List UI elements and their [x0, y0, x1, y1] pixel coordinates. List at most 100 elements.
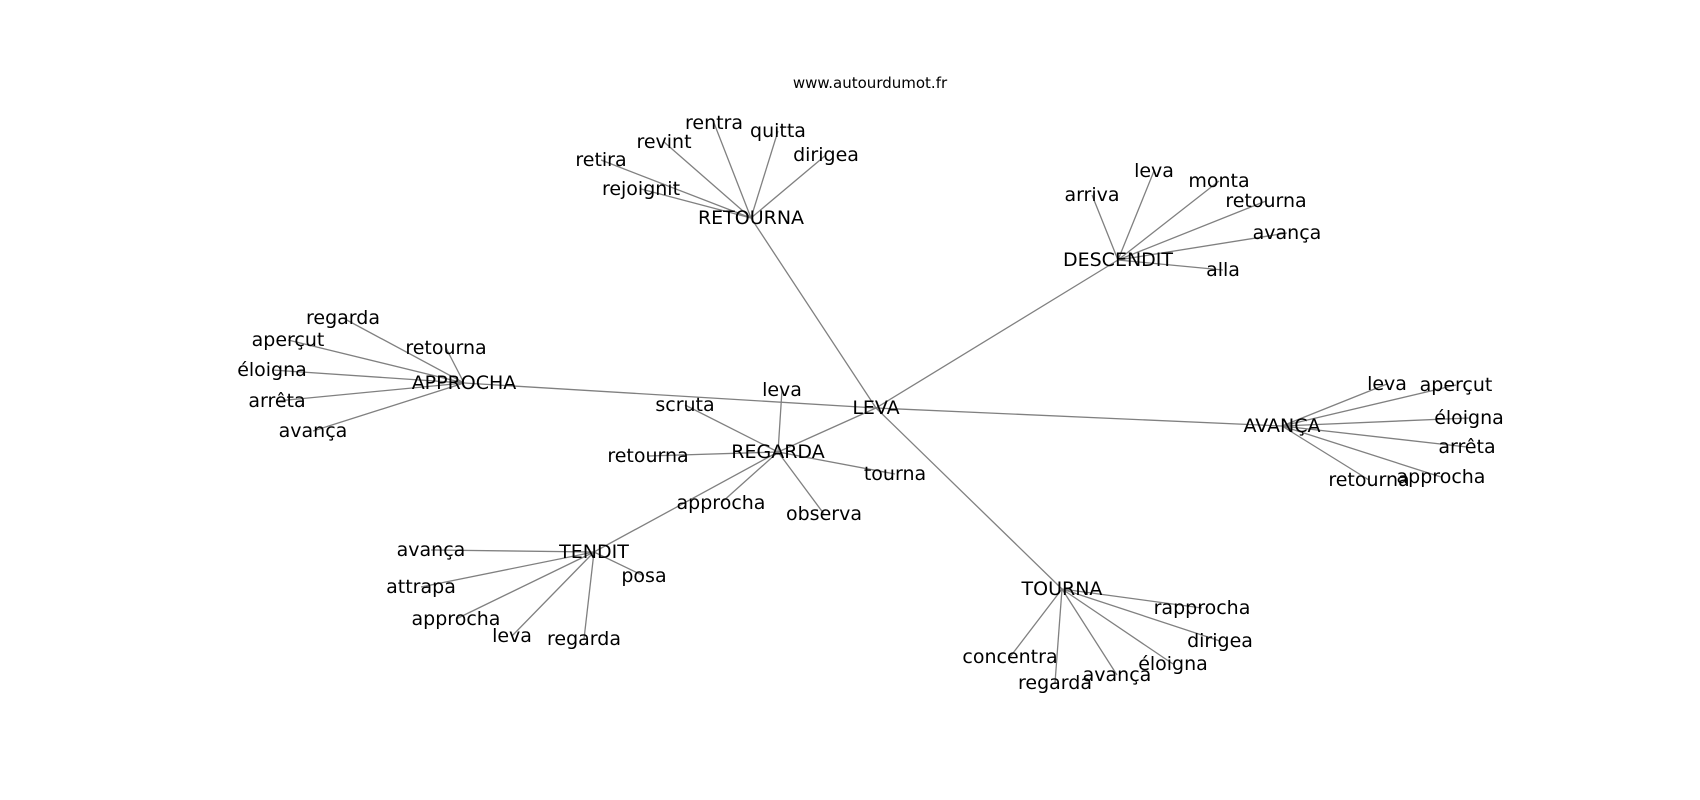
node-label-o4: avança	[1083, 664, 1152, 686]
node-label-g5: approcha	[677, 492, 766, 514]
node-label-g1: leva	[762, 379, 802, 401]
edge-avanca_h-v2	[1281, 384, 1457, 427]
node-label-leva_c: LEVA	[852, 397, 899, 419]
node-label-r6: rejoignit	[602, 178, 680, 200]
node-label-v1: leva	[1367, 373, 1407, 395]
edge-regarda_h-g5	[720, 451, 779, 504]
node-label-d4: retourna	[1225, 190, 1306, 212]
node-label-r4: dirigea	[793, 144, 859, 166]
edge-avanca_h-v6	[1281, 425, 1370, 481]
node-label-d6: alla	[1206, 259, 1240, 281]
node-label-t4: approcha	[412, 608, 501, 630]
edge-retourna_h-r2	[750, 130, 779, 219]
edge-tendit_h-t3	[420, 551, 595, 588]
edge-retourna_h-r1	[713, 122, 752, 219]
node-label-o6: regarda	[1018, 672, 1092, 694]
node-label-r5: retira	[575, 149, 626, 171]
edge-regarda_h-g3	[647, 451, 779, 457]
edge-descendit_h-d1	[1117, 170, 1155, 261]
edge-regarda_h-g1	[777, 389, 783, 453]
node-label-r1: rentra	[685, 112, 743, 134]
edge-retourna_h-r6	[640, 188, 752, 219]
edge-tourna_h-o2	[1061, 588, 1221, 642]
edge-avanca_h-v1	[1281, 383, 1388, 427]
node-label-v2: aperçut	[1420, 374, 1493, 396]
node-label-retourna_h: RETOURNA	[698, 207, 804, 229]
edge-tendit_h-t6	[583, 551, 595, 640]
edge-tourna_h-o6	[1054, 588, 1063, 684]
node-label-tourna_h: TOURNA	[1021, 578, 1103, 600]
edge-descendit_h-d2	[1117, 180, 1220, 261]
edge-avanca_h-v3	[1281, 417, 1470, 427]
node-label-o5: concentra	[962, 646, 1057, 668]
edge-retourna_h-r4	[750, 154, 827, 219]
edge-tendit_h-t2	[593, 551, 645, 577]
node-label-t2: posa	[621, 565, 666, 587]
node-label-g2: scruta	[655, 394, 714, 416]
edge-tourna_h-o5	[1009, 588, 1063, 658]
node-label-t5: leva	[492, 625, 532, 647]
node-label-o1: rapprocha	[1154, 597, 1251, 619]
edge-regarda_h-g6	[777, 451, 825, 515]
edge-leva_c-regarda_h	[777, 407, 877, 453]
node-label-t6: regarda	[547, 628, 621, 650]
edge-regarda_h-tendit_h	[593, 451, 779, 553]
node-label-t3: attrapa	[386, 576, 456, 598]
edge-leva_c-descendit_h	[875, 259, 1119, 409]
nodes-layer: LEVA RETOURNA DESCENDIT APPROCHA REGARDA AVAN…	[237, 112, 1504, 694]
node-label-o3: éloigna	[1138, 653, 1208, 675]
edge-tendit_h-t4	[455, 551, 595, 620]
node-label-a4: éloigna	[237, 359, 307, 381]
node-label-approcha_h: APPROCHA	[412, 372, 517, 394]
edge-tourna_h-o3	[1061, 588, 1174, 665]
node-label-v6: retourna	[1328, 469, 1409, 491]
node-label-v3: éloigna	[1434, 407, 1504, 429]
node-label-g3: retourna	[607, 445, 688, 467]
edge-leva_c-approcha_h	[463, 382, 877, 409]
node-label-r3: revint	[636, 131, 691, 153]
edge-tourna_h-o4	[1061, 588, 1118, 676]
edge-approcha_h-a4	[271, 369, 465, 384]
edge-leva_c-avanca_h	[875, 407, 1283, 427]
edge-tendit_h-t5	[511, 551, 595, 637]
node-label-a1: regarda	[306, 307, 380, 329]
edge-retourna_h-r3	[663, 141, 752, 219]
edge-descendit_h-d5	[1117, 232, 1288, 261]
source-label: www.autourdumot.fr	[793, 74, 948, 92]
edge-regarda_h-g4	[777, 451, 896, 475]
node-label-tendit_h: TENDIT	[558, 541, 629, 563]
node-label-t1: avança	[397, 539, 466, 561]
edge-descendit_h-d4	[1117, 200, 1267, 261]
edge-approcha_h-a5	[276, 382, 465, 402]
node-label-a5: arrêta	[248, 390, 305, 412]
edge-avanca_h-v4	[1281, 425, 1468, 448]
edge-descendit_h-d6	[1117, 259, 1224, 271]
edge-regarda_h-g2	[684, 404, 779, 453]
node-label-a6: avança	[279, 420, 348, 442]
node-label-v4: arrêta	[1438, 436, 1495, 458]
node-label-descendit_h: DESCENDIT	[1063, 249, 1173, 271]
edge-approcha_h-a2	[287, 339, 465, 384]
node-label-d3: arriva	[1064, 184, 1119, 206]
edge-approcha_h-a3	[445, 347, 465, 384]
edge-approcha_h-a1	[342, 317, 465, 384]
edge-avanca_h-v5	[1281, 425, 1442, 478]
node-label-a2: aperçut	[252, 329, 325, 351]
node-label-d2: monta	[1188, 170, 1249, 192]
node-label-d5: avança	[1253, 222, 1322, 244]
node-label-avanca_h: AVANÇA	[1243, 415, 1320, 437]
node-label-r2: quitta	[750, 120, 806, 142]
node-label-o2: dirigea	[1187, 630, 1253, 652]
edges-layer	[271, 122, 1470, 684]
edge-tendit_h-t1	[430, 549, 595, 553]
node-label-regarda_h: REGARDA	[731, 441, 824, 463]
edge-retourna_h-r5	[600, 159, 752, 219]
node-label-v5: approcha	[1397, 466, 1486, 488]
node-label-a3: retourna	[405, 337, 486, 359]
edge-descendit_h-d3	[1091, 194, 1119, 261]
node-label-g4: tourna	[864, 463, 926, 485]
edge-leva_c-retourna_h	[750, 217, 877, 409]
node-label-d1: leva	[1134, 160, 1174, 182]
edge-leva_c-tourna_h	[875, 407, 1063, 590]
